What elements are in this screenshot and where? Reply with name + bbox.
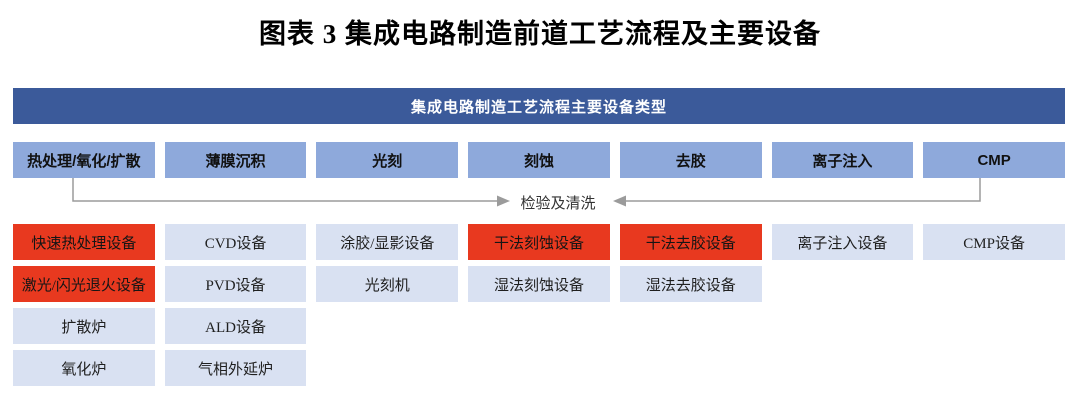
process-header-row: 热处理/氧化/扩散 薄膜沉积 光刻 刻蚀 去胶 离子注入 CMP [13,142,1065,178]
column-etching: 干法刻蚀设备 湿法刻蚀设备 [468,224,610,302]
banner-label: 集成电路制造工艺流程主要设备类型 [410,98,667,116]
equipment-cell: 光刻机 [316,266,459,302]
equipment-cell: 湿法刻蚀设备 [468,266,610,302]
column-thin-film-deposition: CVD设备 PVD设备 ALD设备 气相外延炉 [164,224,307,386]
column-lithography: 涂胶/显影设备 光刻机 [316,224,459,302]
equipment-cell: ALD设备 [164,308,307,344]
column-ion-implantation: 离子注入设备 [771,224,914,260]
column-resist-strip: 干法去胶设备 湿法去胶设备 [619,224,762,302]
equipment-cell: 快速热处理设备 [13,224,155,260]
equipment-cell: 气相外延炉 [164,350,307,386]
equipment-cell: CMP设备 [923,224,1065,260]
flow-arrow-right [613,178,981,207]
connector-lines [72,178,981,207]
banner: 集成电路制造工艺流程主要设备类型 [13,88,1065,124]
equipment-cell: 涂胶/显影设备 [316,224,459,260]
equipment-cell: CVD设备 [164,224,307,260]
inspection-cleaning-connector: 检验及清洗 [0,178,1080,224]
column-cmp: CMP设备 [923,224,1065,260]
equipment-cell: 氧化炉 [13,350,155,386]
inspection-cleaning-label: 检验及清洗 [520,195,596,212]
header-resist-strip: 去胶 [619,142,762,178]
header-thermal-oxidation-diffusion: 热处理/氧化/扩散 [13,142,155,178]
header-etching: 刻蚀 [468,142,610,178]
column-thermal-oxidation-diffusion: 快速热处理设备 激光/闪光退火设备 扩散炉 氧化炉 [13,224,155,386]
header-cmp: CMP [923,142,1065,178]
header-lithography: 光刻 [316,142,459,178]
figure-title: 图表 3 集成电路制造前道工艺流程及主要设备 [259,19,821,49]
equipment-grid: 快速热处理设备 激光/闪光退火设备 扩散炉 氧化炉 CVD设备 PVD设备 AL… [13,224,1065,386]
equipment-cell: 湿法去胶设备 [619,266,762,302]
flow-arrow-left [72,178,510,207]
header-thin-film-deposition: 薄膜沉积 [164,142,307,178]
equipment-cell: PVD设备 [164,266,307,302]
equipment-cell: 干法去胶设备 [619,224,762,260]
equipment-cell: 扩散炉 [13,308,155,344]
equipment-cell: 干法刻蚀设备 [468,224,610,260]
equipment-cell: 离子注入设备 [771,224,914,260]
header-ion-implantation: 离子注入 [771,142,914,178]
equipment-cell: 激光/闪光退火设备 [13,266,155,302]
